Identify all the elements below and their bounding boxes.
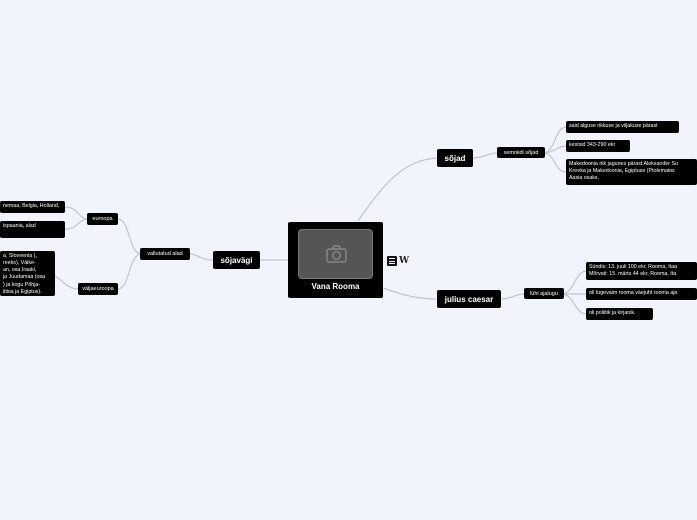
topic-euroopa-item-2[interactable]: ispaania, alad — [0, 221, 65, 238]
topic-semniidi-sojad[interactable]: semniidi sõjad — [497, 147, 545, 158]
topic-sojad-item-3[interactable]: Makedoonia riik jagunes pärast Aleksande… — [566, 159, 697, 185]
topic-luhi-ajalugu[interactable]: lühi ajalugu — [524, 288, 564, 299]
link-luhi-item1 — [563, 270, 587, 295]
link-vallutatud-valjaeuroopa — [117, 253, 141, 290]
topic-valjaeuroopa[interactable]: väljaeuroopa — [78, 283, 118, 295]
link-euroopa-item1 — [64, 206, 88, 220]
wikipedia-icon[interactable]: W — [399, 256, 410, 266]
link-root-sojad — [357, 157, 438, 222]
topic-julius-item-3[interactable]: oli poliitik ja kirjanik. — [586, 308, 653, 320]
link-sojavagi-vallutatud — [189, 253, 214, 261]
root-title: Vana Rooma — [311, 282, 360, 291]
topic-sojad-item-2[interactable]: kestsid 343-290 ekr — [566, 140, 630, 152]
link-luhi-item3 — [563, 293, 587, 315]
topic-julius-item-2[interactable]: oli tugevaim rooma väejuht rooma aja — [586, 288, 697, 300]
link-root-julius — [382, 287, 438, 300]
root-image-placeholder — [298, 229, 373, 279]
link-semniidi-item1 — [544, 126, 567, 154]
topic-euroopa-item-1[interactable]: nemaa, Belgia, Holland, — [0, 201, 65, 213]
topic-julius-caesar[interactable]: julius caesar — [437, 290, 501, 308]
link-vallutatud-euroopa — [117, 218, 141, 255]
topic-sojavagi[interactable]: sõjavägi — [213, 251, 260, 269]
link-valjaeuroopa-text — [54, 275, 79, 290]
topic-sojad[interactable]: sõjad — [437, 149, 473, 167]
link-sojad-semniidi — [472, 152, 498, 159]
topic-valjaeuroopa-text[interactable]: a, Sloveenia ), reeks), Väike- an, osa I… — [0, 251, 55, 296]
topic-euroopa[interactable]: euroopa — [87, 213, 118, 225]
topic-sojad-item-1[interactable]: said alguse rikkuse ja viljakuse pärast — [566, 121, 679, 133]
link-euroopa-item2 — [64, 218, 88, 230]
link-semniidi-item2 — [544, 145, 567, 154]
notes-icon[interactable] — [387, 256, 397, 266]
link-julius-luhi — [500, 293, 525, 300]
topic-vallutatud-alad[interactable]: vallutatud alad — [140, 248, 190, 260]
topic-julius-item-1[interactable]: Sündis: 13. juuli 100 ekr, Rooma, Itaa M… — [586, 262, 697, 280]
link-semniidi-item3 — [544, 152, 567, 173]
camera-icon — [326, 245, 347, 263]
root-topic[interactable]: Vana Rooma — [288, 222, 383, 298]
